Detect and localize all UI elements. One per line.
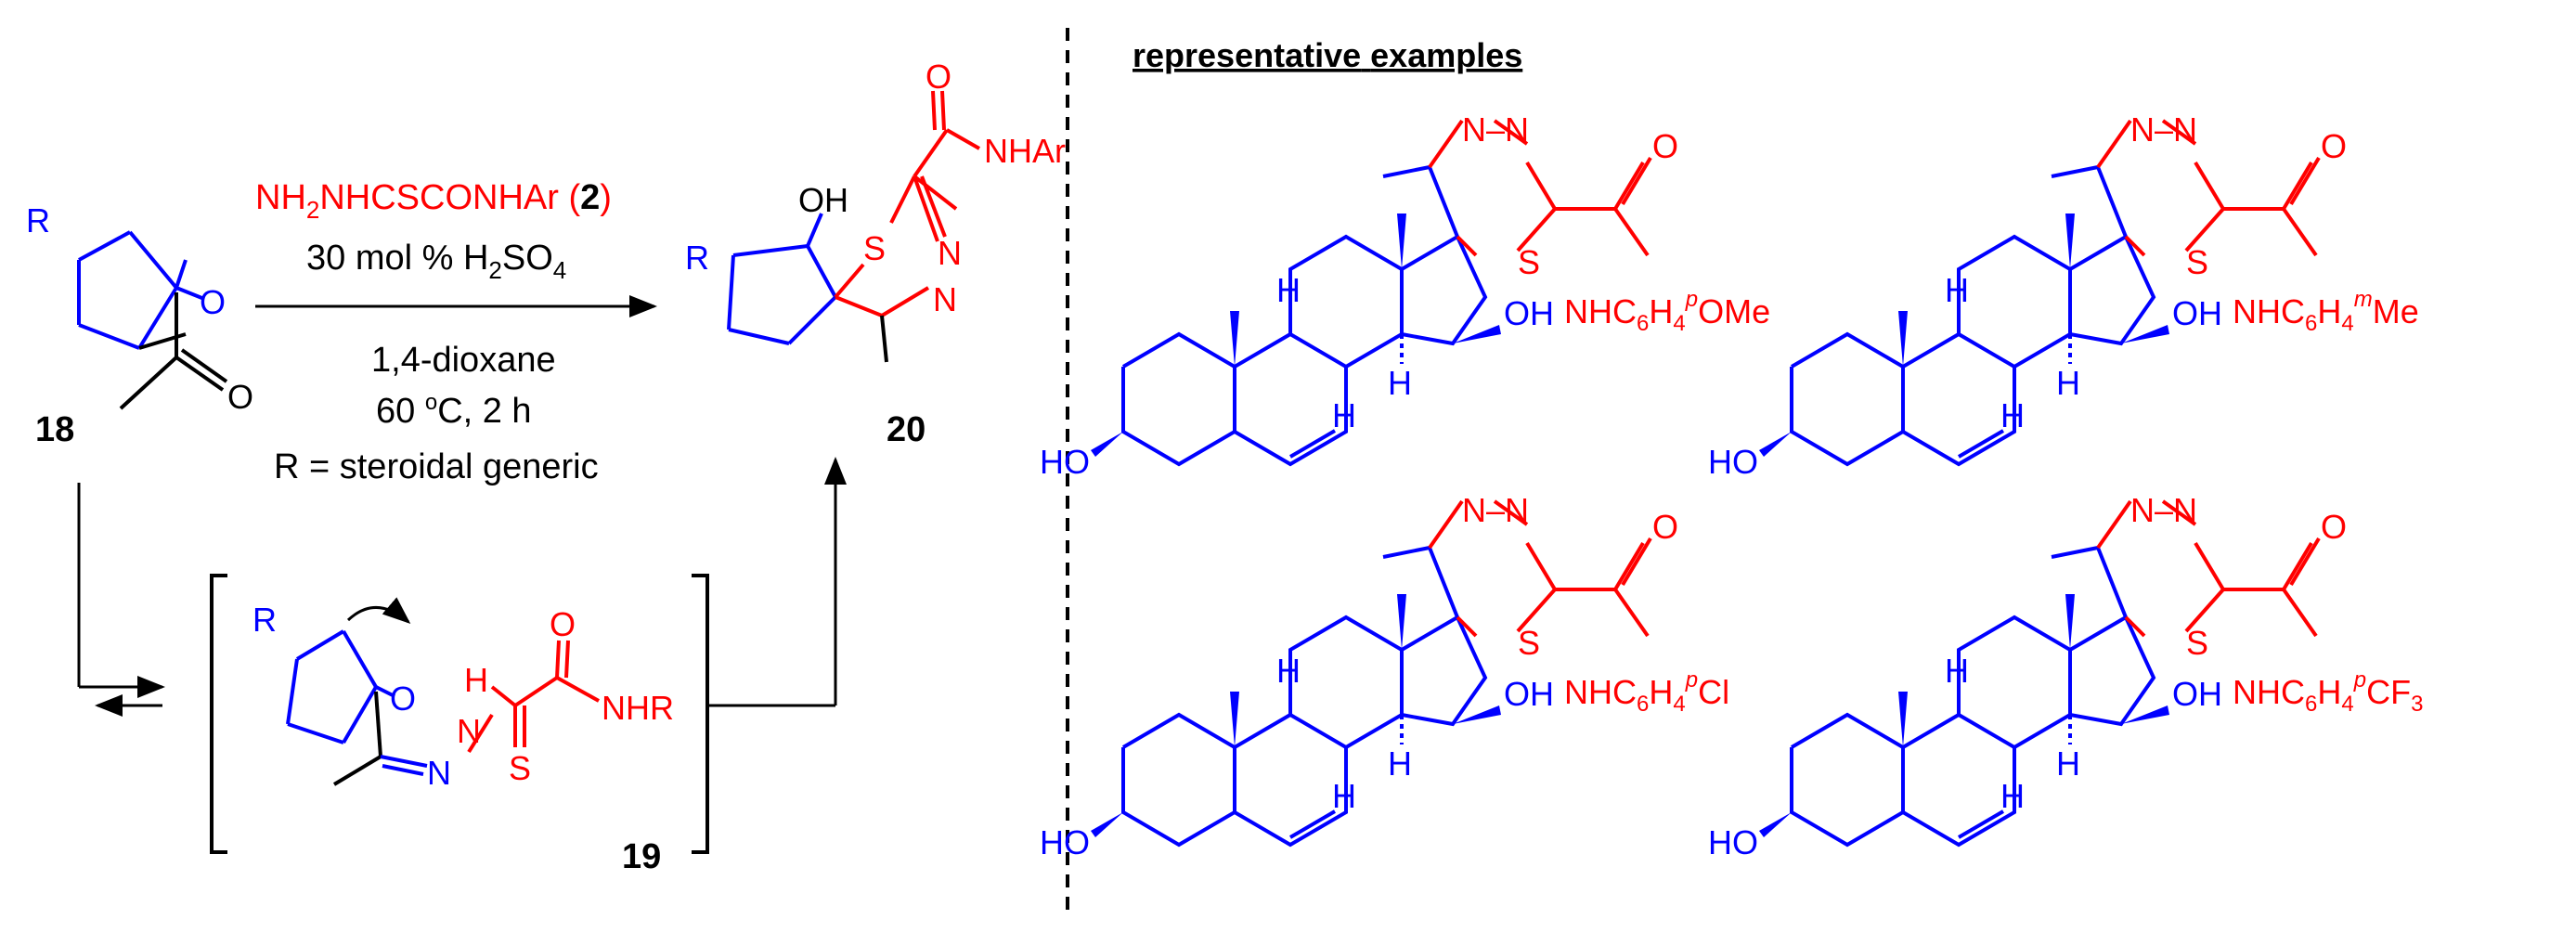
svg-text:N–N: N–N <box>1462 491 1529 529</box>
svg-text:H: H <box>2000 396 2025 434</box>
equilibrium-arrows <box>77 457 847 717</box>
temperature-text: 60 oC, 2 h <box>376 390 532 431</box>
svg-text:HO: HO <box>1708 443 1758 481</box>
svg-text:H: H <box>1332 777 1356 815</box>
nitrogen-2-20: N <box>933 280 957 318</box>
svg-text:H: H <box>2056 364 2080 402</box>
example-2: N–N S O OH HO H H H NHC6H4mMe <box>1708 110 2419 481</box>
svg-text:S: S <box>1518 243 1540 281</box>
example-2-substituent: NHC6H4mMe <box>2233 287 2419 336</box>
svg-text:O: O <box>1652 127 1678 165</box>
compound-19-structure <box>286 597 600 786</box>
svg-text:S: S <box>2186 243 2208 281</box>
compound-20-structure <box>727 90 980 363</box>
example-3: N–N S O OH HO H H H NHC6H4pCl <box>1040 491 1729 861</box>
svg-text:HO: HO <box>1040 443 1090 481</box>
svg-text:N–N: N–N <box>1462 110 1529 149</box>
svg-text:OH: OH <box>2172 675 2222 713</box>
svg-text:HO: HO <box>1040 823 1090 861</box>
hydroxyl-20: OH <box>798 181 848 219</box>
epoxide-o-19: O <box>390 680 416 718</box>
svg-text:H: H <box>1332 396 1356 434</box>
oxygen-19: O <box>550 605 576 643</box>
svg-text:OH: OH <box>1504 675 1554 713</box>
amide-nhr-19: NHR <box>602 689 674 727</box>
example-1-substituent: NHC6H4pOMe <box>1564 287 1770 336</box>
svg-text:OH: OH <box>2172 294 2222 332</box>
r-label-19: R <box>252 601 277 639</box>
svg-text:N–N: N–N <box>2130 110 2197 149</box>
ketone-o-18: O <box>227 378 253 416</box>
compound-label-18: 18 <box>35 410 74 449</box>
svg-text:H: H <box>1388 364 1412 402</box>
sulfur-20: S <box>863 229 886 267</box>
r-definition-text: R = steroidal generic <box>274 447 599 486</box>
r-label-20: R <box>685 239 709 277</box>
compound-label-19: 19 <box>622 837 661 876</box>
svg-text:H: H <box>1945 271 1969 309</box>
solvent-text: 1,4-dioxane <box>371 341 556 380</box>
svg-text:H: H <box>1276 652 1301 690</box>
svg-text:O: O <box>1652 508 1678 546</box>
compound-18-structure <box>77 230 205 350</box>
hydrazide-n-19: N <box>457 712 481 750</box>
r-label-18: R <box>26 201 50 239</box>
reagent-line-1: NH2NHCSCONHAr (2) <box>255 178 612 224</box>
svg-text:H: H <box>1945 652 1969 690</box>
nitrogen-1-20: N <box>938 234 962 272</box>
imine-n-19: N <box>427 754 451 792</box>
example-4-substituent: NHC6H4pCF3 <box>2233 667 2423 717</box>
intermediate-brackets <box>210 574 709 854</box>
svg-text:OH: OH <box>1504 294 1554 332</box>
reagent-line-2: 30 mol % H2SO4 <box>306 239 566 284</box>
epoxide-o-18: O <box>200 283 226 321</box>
svg-text:O: O <box>2321 127 2347 165</box>
oxygen-amide-20: O <box>926 58 951 96</box>
hydrazide-h-19: H <box>464 661 488 699</box>
example-1: N–N S O OH HO H H H NHC6H4pOMe <box>1040 110 1770 481</box>
compound-label-20: 20 <box>887 410 926 449</box>
examples-heading: representative examples <box>1133 36 1522 74</box>
example-4: N–N S O OH HO H H H NHC6H4pCF3 <box>1708 491 2423 861</box>
svg-text:H: H <box>1388 744 1412 783</box>
svg-text:HO: HO <box>1708 823 1758 861</box>
svg-text:H: H <box>2056 744 2080 783</box>
svg-text:H: H <box>1276 271 1301 309</box>
svg-text:H: H <box>2000 777 2025 815</box>
svg-text:S: S <box>2186 624 2208 662</box>
amide-nhar-20: NHAr <box>984 132 1066 170</box>
thione-s-19: S <box>509 749 531 787</box>
example-3-substituent: NHC6H4pCl <box>1564 667 1729 717</box>
svg-text:O: O <box>2321 508 2347 546</box>
svg-text:N–N: N–N <box>2130 491 2197 529</box>
svg-text:S: S <box>1518 624 1540 662</box>
